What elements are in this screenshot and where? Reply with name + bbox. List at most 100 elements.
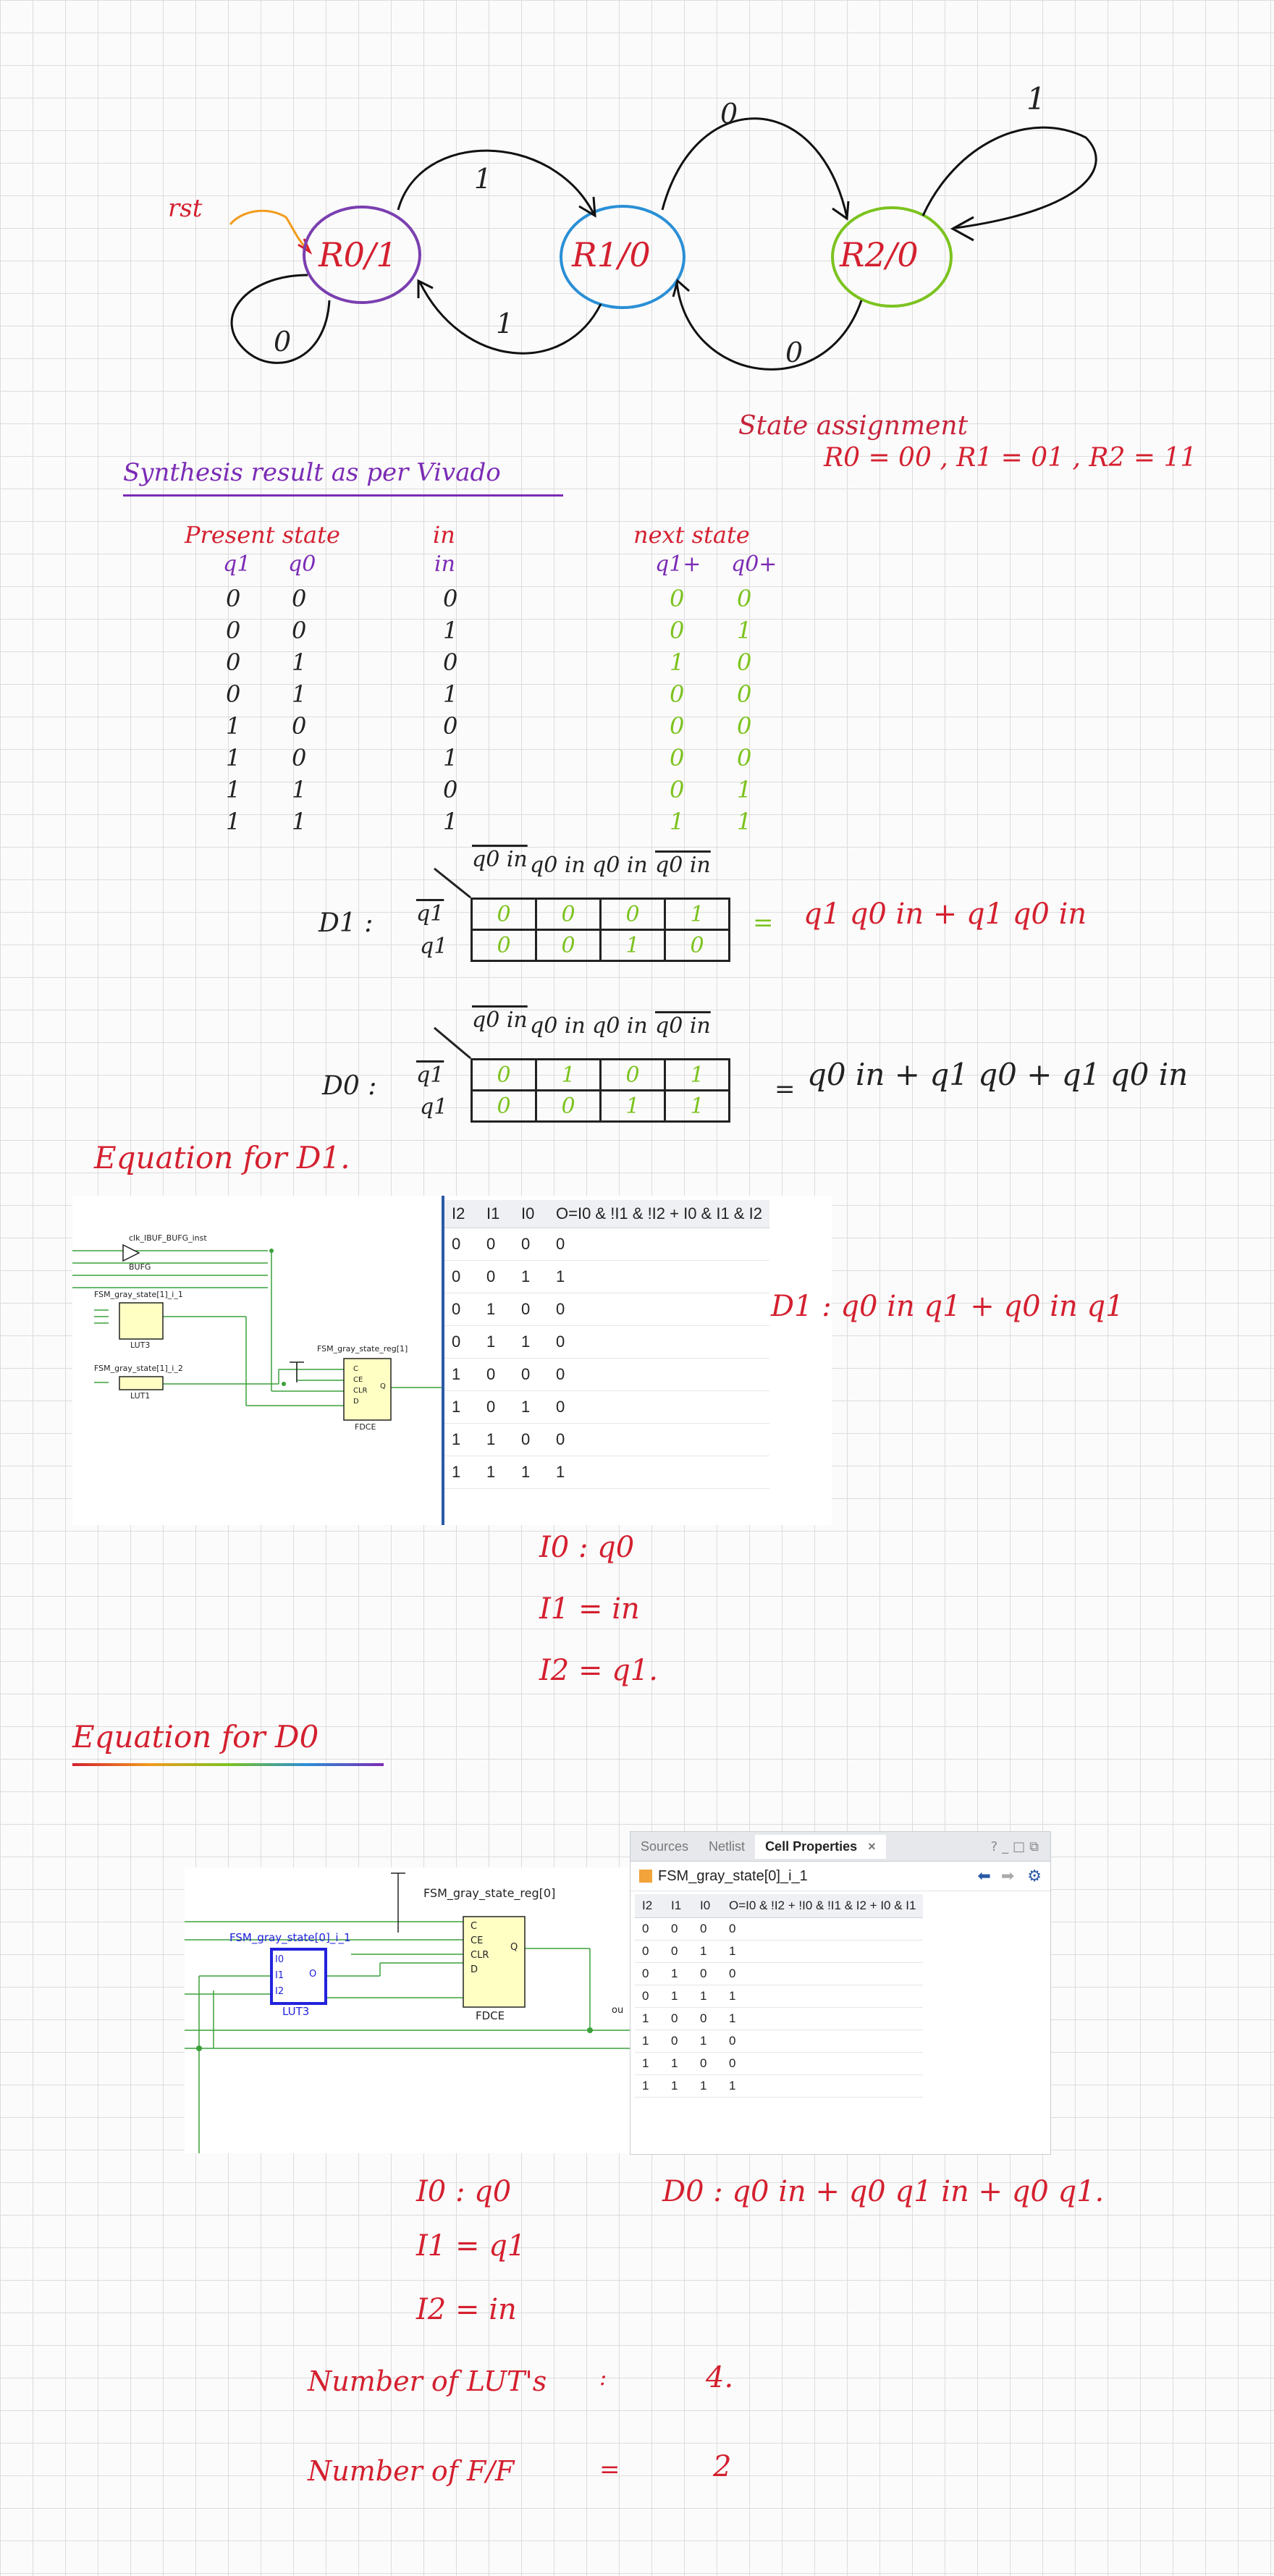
state-table-cell: 1 [443,808,458,835]
ff1-name: FSM_gray_state_reg[1] [317,1344,408,1354]
back-arrow-icon[interactable]: ⬅ [977,1867,991,1885]
column-header[interactable]: I2 [635,1894,664,1918]
column-header[interactable]: I1 [479,1200,514,1228]
state-table-cell: 1 [670,649,685,676]
map-d1-i2: I2 = q1. [539,1654,658,1687]
close-tab-icon[interactable]: × [868,1838,876,1854]
tab-sources[interactable]: Sources [641,1838,689,1854]
lut-d0-type: LUT3 [282,2005,310,2018]
state-diagram [229,117,1097,371]
d1-kmap-result: q1 q0 in + q1 q0 in [803,898,1087,931]
column-header[interactable]: I0 [514,1200,549,1228]
state-table-cell: 0 [292,585,307,612]
tab-cell-properties[interactable]: Cell Properties × [755,1834,886,1859]
eq-d0-title: Equation for D0 [72,1719,319,1754]
table-cell: 0 [635,1917,664,1941]
table-cell: 0 [693,1917,722,1941]
reset-label: rst [168,194,203,223]
tab-netlist[interactable]: Netlist [709,1838,746,1854]
float-icon[interactable]: ⧉ [1029,1838,1043,1854]
map-d1-i1: I1 = in [539,1592,640,1626]
forward-arrow-icon[interactable]: ➡ [1000,1867,1015,1885]
table-cell: 1 [444,1358,479,1391]
lut-count-value: 4. [706,2361,734,2394]
table-cell: 1 [514,1456,549,1489]
table-cell: 1 [693,1940,722,1963]
state-table-cell: 1 [292,776,307,803]
state-table-cell: 1 [443,617,458,644]
table-cell: 0 [479,1260,514,1293]
column-header[interactable]: O=I0 & !I2 + !I0 & !I1 & I2 + I0 & I1 [722,1894,924,1918]
table-cell: 1 [664,1985,693,2008]
d1-col-2: q0 in [530,853,586,878]
table-cell: 0 [549,1358,769,1391]
minimize-icon[interactable]: _ [1002,1838,1013,1854]
state-table-cell: 0 [737,649,752,676]
table-cell: 0 [693,1962,722,1985]
d1-row-2: q1 [420,934,448,959]
column-header[interactable]: I2 [444,1200,479,1228]
d1-col-3: q0 in [592,853,648,878]
state-table-cell: 0 [443,712,458,740]
transition-label: 1 [1026,81,1046,117]
d1-eq-sign: = [753,908,774,937]
state-r2: R2/0 [840,235,919,274]
schematic-d1: clk_IBUF_BUFG_inst BUFG FSM_gray_state[1… [72,1196,449,1525]
q1-next-subheader: q1+ [655,552,701,577]
table-cell: 1 [664,1962,693,1985]
state-table-cell: 0 [670,776,685,803]
column-header[interactable]: I0 [693,1894,722,1918]
table-cell: 1 [693,2030,722,2053]
state-table-cell: 0 [670,585,685,612]
table-cell: 1 [693,1985,722,2008]
state-table-cell: 0 [292,744,307,772]
edge-text: ou [612,2005,624,2016]
ff-count-eq: = [599,2455,620,2484]
column-header[interactable]: I1 [664,1894,693,1918]
transition-label: 0 [720,98,738,130]
table-cell: 1 [693,2074,722,2098]
column-header[interactable]: O=I0 & !I1 & !I2 + I0 & I1 & I2 [549,1200,769,1228]
ff0-type: FDCE [476,2009,505,2022]
state-table-cell: 0 [737,585,752,612]
d0-col-1: q0 in [472,1008,528,1033]
panel-tab-bar: Sources Netlist Cell Properties × ?_□⧉ [630,1832,1050,1862]
table-cell: 0 [514,1228,549,1261]
table-cell: 0 [514,1358,549,1391]
table-cell: 0 [549,1423,769,1456]
q1-subheader: q1 [223,552,251,577]
maximize-icon[interactable]: □ [1013,1838,1030,1854]
input-header: in [433,521,455,549]
cell-properties-panel: Sources Netlist Cell Properties × ?_□⧉ F… [630,1831,1051,2155]
map-d0-i2: I2 = in [416,2293,517,2326]
state-table-cell: 1 [226,776,241,803]
table-cell: 1 [549,1456,769,1489]
help-icon[interactable]: ? [990,1838,1003,1854]
gear-icon[interactable]: ⚙ [1027,1867,1042,1885]
transition-label: 1 [496,308,514,339]
state-table-cell: 1 [292,680,307,708]
